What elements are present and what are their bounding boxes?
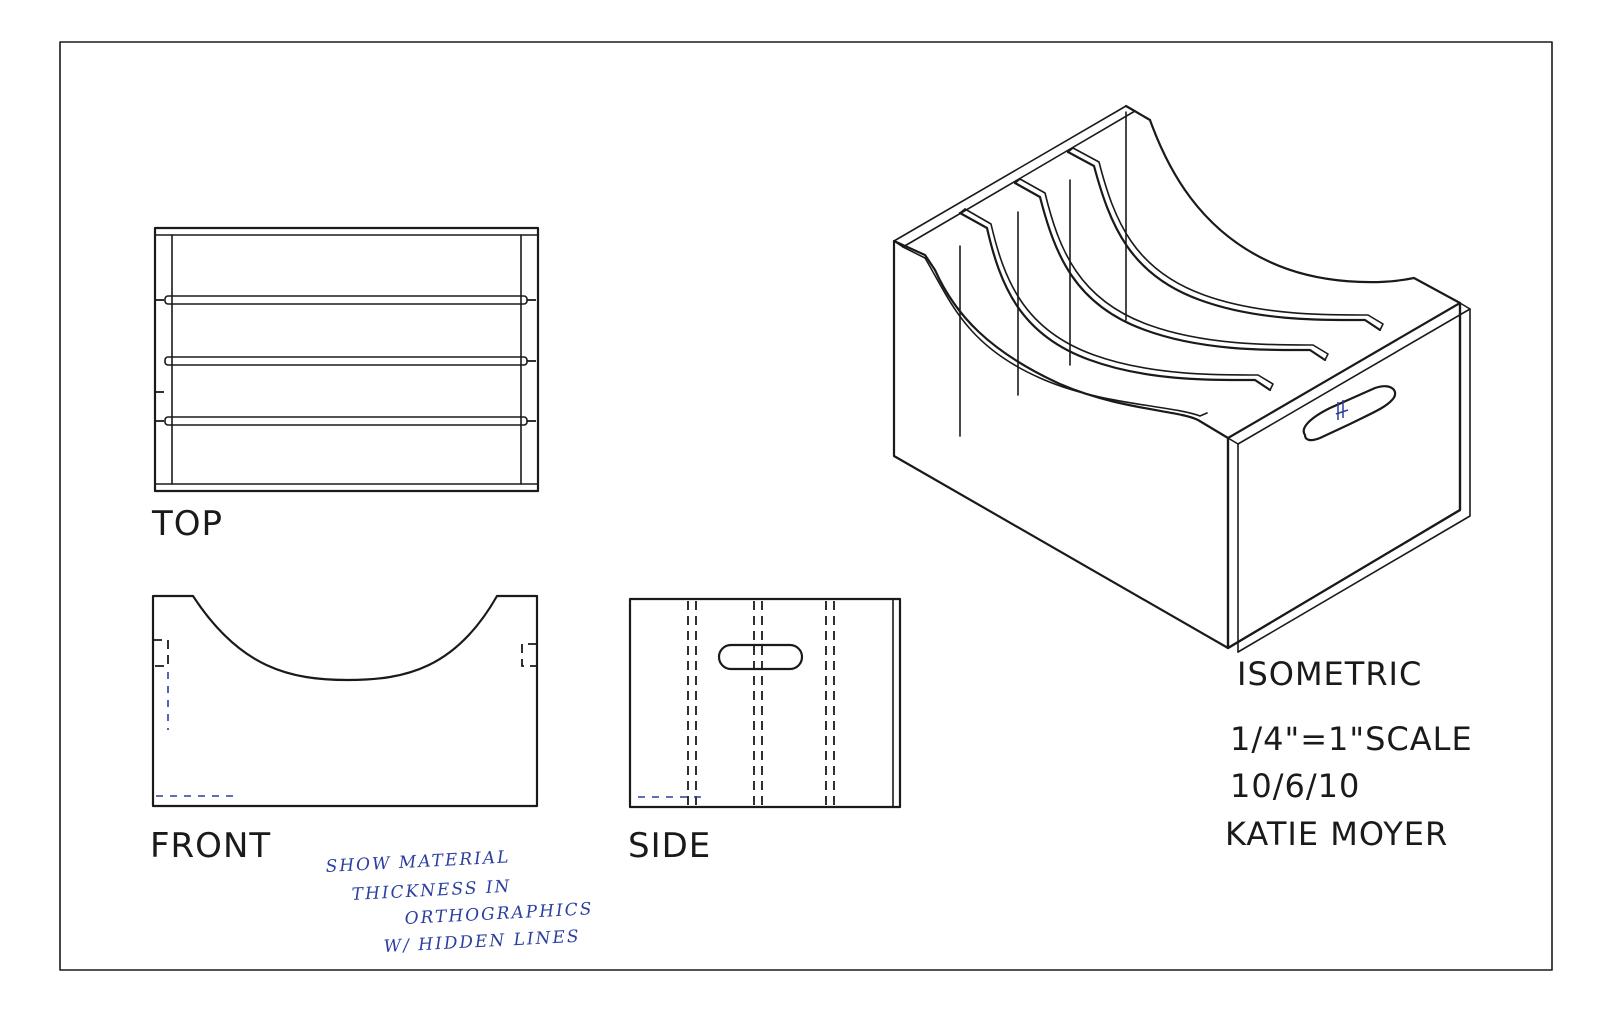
front-view-hidden-slot: [521, 643, 537, 667]
top-view-outline: [153, 226, 540, 493]
sheet-border: [59, 41, 1553, 971]
side-view-handle-slot: [717, 643, 804, 671]
author-name: KATIE MOYER: [1225, 815, 1448, 853]
drawing-date: 10/6/10: [1230, 767, 1360, 805]
top-view-divider: [164, 295, 528, 305]
instructor-annotation: SHOW MATERIAL THICKNESS IN ORTHOGRAPHICS…: [325, 847, 594, 957]
isometric-left-panel: [892, 239, 1230, 650]
isometric-divider: [1066, 150, 1382, 332]
front-view: FRONT: [150, 594, 539, 866]
top-view-divider: [164, 356, 528, 366]
side-view-outline: [628, 597, 902, 809]
annotation-line: SHOW MATERIAL: [325, 847, 511, 877]
front-view-label: FRONT: [150, 826, 271, 866]
top-view-label: TOP: [151, 504, 223, 544]
side-view-label: SIDE: [628, 826, 711, 866]
isometric-divider: [958, 211, 1272, 392]
isometric-handle-slot: [1302, 385, 1397, 442]
front-view-outline: [151, 594, 539, 808]
isometric-label: ISOMETRIC: [1237, 655, 1422, 693]
isometric-view: [892, 104, 1471, 653]
scale-note: 1/4"=1"SCALE: [1230, 720, 1473, 758]
isometric-divider: [1013, 181, 1327, 362]
front-view-hidden-slot: [153, 639, 169, 667]
annotation-line: THICKNESS IN: [351, 877, 512, 905]
top-view: TOP: [151, 226, 540, 544]
annotation-line: W/ HIDDEN LINES: [383, 927, 581, 957]
isometric-right-panel: [1226, 301, 1462, 650]
top-view-divider: [164, 416, 528, 426]
annotation-line: ORTHOGRAPHICS: [404, 899, 594, 929]
title-block: ISOMETRIC 1/4"=1"SCALE 10/6/10 KATIE MOY…: [1225, 655, 1473, 853]
side-view: SIDE: [628, 597, 902, 866]
